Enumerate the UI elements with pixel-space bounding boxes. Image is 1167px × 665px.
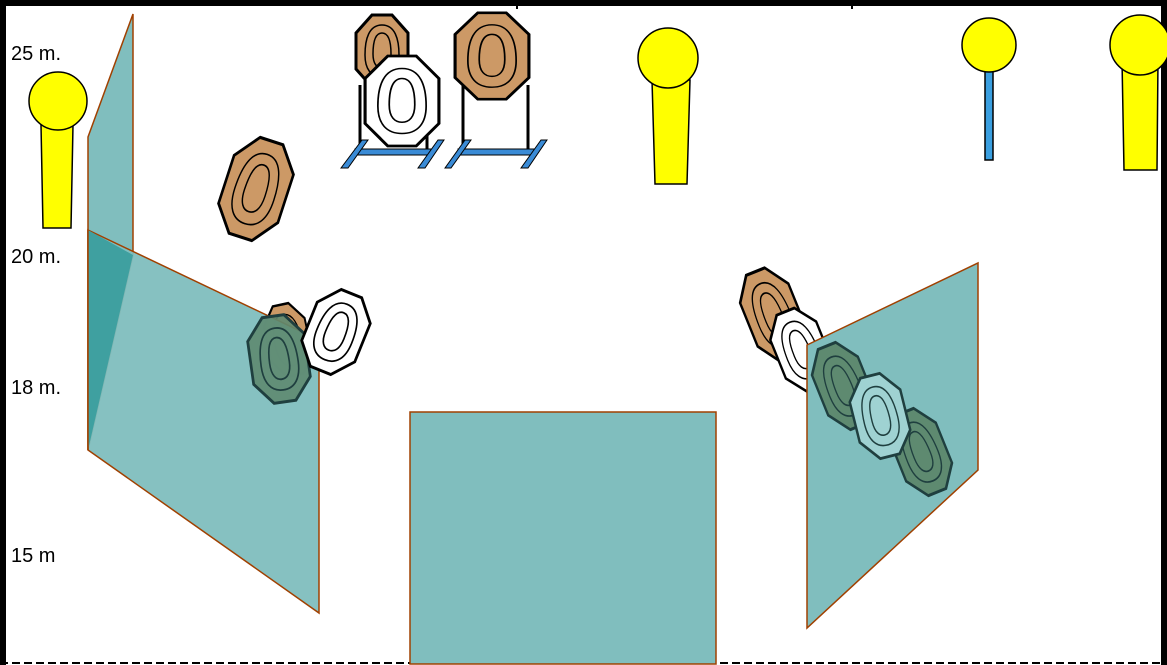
brown-target-left	[217, 135, 295, 243]
target-stand-right	[444, 85, 548, 169]
center-wall	[409, 411, 717, 665]
white-target-stand-left	[363, 54, 441, 148]
distance-label-18m: 18 m.	[11, 377, 62, 399]
white-target-through-right-wall	[848, 371, 912, 461]
target-through-left-wall	[246, 313, 312, 405]
brown-target-stand-right	[453, 11, 531, 101]
target-stand-left	[340, 85, 445, 169]
distance-label-25m: 25 m.	[11, 43, 62, 65]
white-target-left-wall	[300, 287, 372, 377]
popper-on-stick	[961, 17, 1017, 161]
popper-left	[28, 71, 88, 229]
popper-center	[637, 27, 699, 185]
distance-label-15m: 15 m	[11, 545, 56, 567]
popper-right	[1109, 14, 1167, 171]
distance-label-20m: 20 m.	[11, 246, 62, 268]
